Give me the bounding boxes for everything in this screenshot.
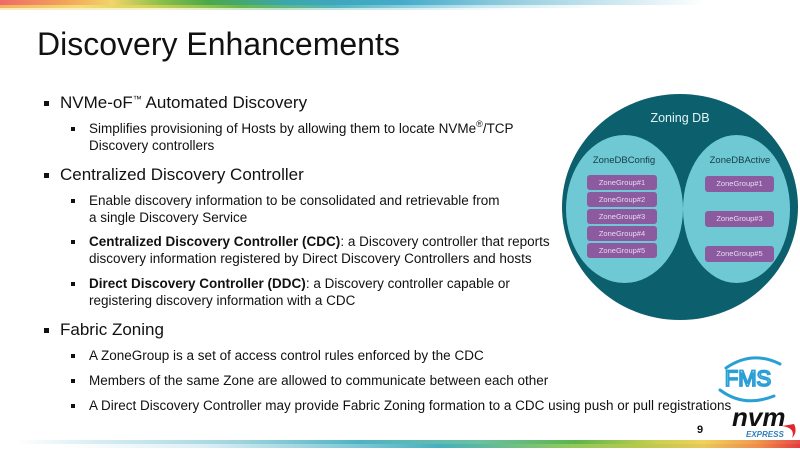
bullet-text: Discovery controllers <box>89 138 215 153</box>
sub-bullet-icon <box>71 404 75 408</box>
page-number: 9 <box>697 424 704 436</box>
bullet-text: a single Discovery Service <box>89 210 248 225</box>
nvm-express-logo-icon: nvm EXPRESS <box>732 404 796 439</box>
config-zonegroup-2: ZoneGroup#2 <box>587 192 657 207</box>
bullet-text: Members of the same Zone are allowed to … <box>89 373 549 388</box>
sub-bullet-simplifies-provisioning: Simplifies provisioning of Hosts by allo… <box>71 119 514 154</box>
bullet-text: A Direct Discovery Controller may provid… <box>89 398 732 413</box>
fms-logo-text: FMS <box>725 366 771 391</box>
fms-logo-icon: FMS <box>718 356 782 403</box>
config-zonegroup-3: ZoneGroup#3 <box>587 209 657 224</box>
sub-bullet-ddc-definition: Direct Discovery Controller (DDC): a Dis… <box>71 275 510 309</box>
sub-bullet-ddc-fabric-zoning: A Direct Discovery Controller may provid… <box>71 397 732 414</box>
bullet-centralized-discovery-controller: Centralized Discovery Controller <box>44 165 304 185</box>
active-zonegroup-3: ZoneGroup#3 <box>705 211 774 227</box>
active-zonegroup-5: ZoneGroup#5 <box>705 246 774 262</box>
bullet-icon <box>44 328 49 333</box>
nvm-logo-text: nvm <box>732 404 785 432</box>
bullet-text: Centralized Discovery Controller <box>60 165 304 184</box>
top-rainbow-stripe-2 <box>0 5 800 8</box>
bullet-text: /TCP <box>482 121 514 136</box>
sub-bullet-icon <box>71 199 75 203</box>
bullet-text: Automated Discovery <box>141 93 308 112</box>
zoning-db-label: Zoning DB <box>650 111 710 125</box>
slide-title: Discovery Enhancements <box>37 26 400 62</box>
top-rainbow-stripe-3 <box>0 8 800 10</box>
active-zonegroup-1: ZoneGroup#1 <box>705 176 774 192</box>
bottom-rainbow-stripe <box>0 440 800 444</box>
term-bold: Direct Discovery Controller (DDC) <box>89 276 306 291</box>
zonedb-active-label: ZoneDBActive <box>709 155 771 166</box>
trademark-sup: ™ <box>132 94 142 104</box>
bullet-text: : a Discovery controller that reports <box>340 234 550 249</box>
bullet-fabric-zoning: Fabric Zoning <box>44 320 164 340</box>
express-logo-text: EXPRESS <box>746 430 784 439</box>
bullet-text: : a Discovery controller capable or <box>305 276 510 291</box>
config-zonegroup-4: ZoneGroup#4 <box>587 226 657 241</box>
bullet-text: Fabric Zoning <box>60 320 164 339</box>
bullet-nvme-of-automated-discovery: NVMe-oF™ Automated Discovery <box>44 93 308 113</box>
bullet-text: A ZoneGroup is a set of access control r… <box>89 348 484 363</box>
registered-sup: ® <box>476 119 483 129</box>
sub-bullet-icon <box>71 354 75 358</box>
sub-bullet-icon <box>71 240 75 244</box>
bullet-text: Enable discovery information to be conso… <box>89 193 500 208</box>
bullet-text: registering discovery information with a… <box>89 293 356 308</box>
bullet-icon <box>44 173 49 178</box>
zonedb-config-label: ZoneDBConfig <box>592 155 656 166</box>
config-zonegroup-5: ZoneGroup#5 <box>587 243 657 258</box>
bottom-rainbow-stripe-2 <box>0 444 800 448</box>
sub-bullet-icon <box>71 127 75 131</box>
sub-bullet-enable-discovery: Enable discovery information to be conso… <box>71 192 500 226</box>
bullet-text: Simplifies provisioning of Hosts by allo… <box>89 121 477 136</box>
term-bold: Centralized Discovery Controller (CDC) <box>89 234 341 249</box>
sub-bullet-zonegroup: A ZoneGroup is a set of access control r… <box>71 347 484 364</box>
top-rainbow-stripe <box>0 0 800 5</box>
config-zonegroup-1: ZoneGroup#1 <box>587 175 657 190</box>
bullet-text: discovery information registered by Dire… <box>89 251 532 266</box>
sub-bullet-zone-members: Members of the same Zone are allowed to … <box>71 372 549 389</box>
sub-bullet-icon <box>71 282 75 286</box>
bullet-icon <box>44 101 49 106</box>
sub-bullet-cdc-definition: Centralized Discovery Controller (CDC): … <box>71 233 550 267</box>
bullet-text: NVMe-oF <box>60 93 133 112</box>
sub-bullet-icon <box>71 379 75 383</box>
